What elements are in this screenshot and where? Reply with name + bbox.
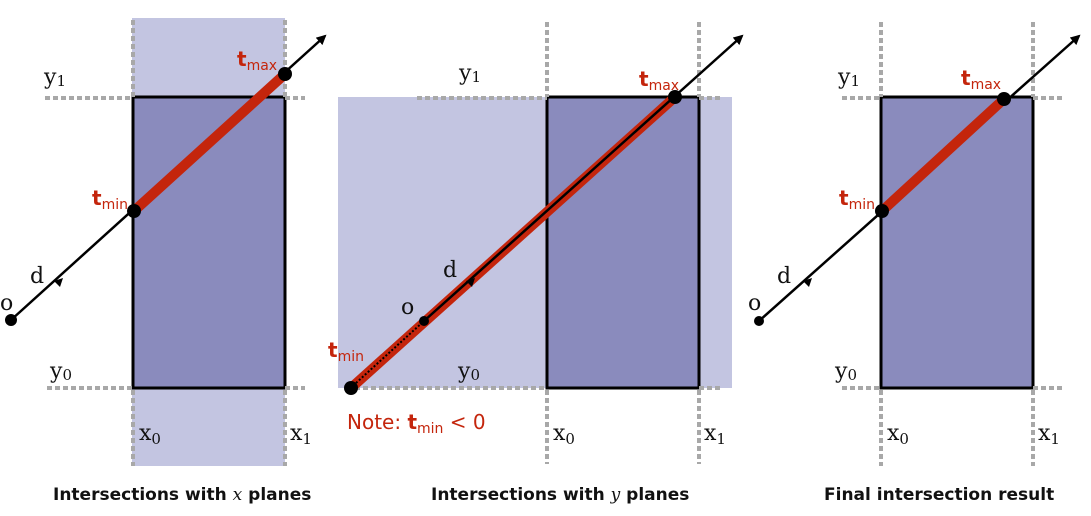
tmax-label: tmax xyxy=(639,67,679,94)
ray xyxy=(423,34,744,322)
plane-lines xyxy=(355,22,722,464)
tmax-point xyxy=(997,92,1011,106)
direction-arrow-icon xyxy=(466,278,475,287)
y0-label: y0 xyxy=(834,359,857,384)
panel-x-planes: o d y1 y0 x0 x1 tmin tmax Intersections … xyxy=(0,18,327,505)
plane-lines xyxy=(842,22,1062,466)
y1-label: y1 xyxy=(458,61,481,86)
direction-arrow-icon xyxy=(54,278,63,287)
x1-label: x1 xyxy=(290,421,312,448)
tmin-label: tmin xyxy=(328,338,364,365)
tmax-point xyxy=(668,90,682,104)
origin-label: o xyxy=(0,291,13,316)
negative-ray-part xyxy=(355,320,425,384)
note-tmin-negative: Note: tmin < 0 xyxy=(347,410,486,437)
direction-label: d xyxy=(30,264,44,289)
origin-point xyxy=(754,316,764,326)
tmax-label: tmax xyxy=(961,66,1001,93)
tmin-label: tmin xyxy=(839,186,875,213)
x0-label: x0 xyxy=(553,421,575,448)
panel-y-planes: o d y1 y0 x0 x1 tmin tmax Note: tmin < 0… xyxy=(328,22,744,505)
plane-lines xyxy=(45,20,305,466)
origin-point xyxy=(5,314,17,326)
y1-label: y1 xyxy=(43,65,66,90)
x1-label: x1 xyxy=(1038,421,1060,448)
y0-label: y0 xyxy=(49,359,72,384)
intersection-segment xyxy=(878,95,1008,215)
origin-label: o xyxy=(748,291,761,316)
tmax-label: tmax xyxy=(237,47,277,74)
origin-label: o xyxy=(401,295,414,320)
tmin-point xyxy=(875,204,889,218)
direction-label: d xyxy=(777,264,791,289)
y0-label: y0 xyxy=(457,359,480,384)
y1-label: y1 xyxy=(837,65,860,90)
x1-label: x1 xyxy=(704,421,726,448)
caption-final: Final intersection result xyxy=(824,485,1054,505)
origin-point xyxy=(419,316,429,326)
tmax-point xyxy=(278,67,292,81)
caption-x-planes: Intersections with x planes xyxy=(53,485,311,505)
direction-arrow-icon xyxy=(803,278,812,287)
tmin-point xyxy=(127,204,141,218)
panel-final: o d y1 y0 x0 x1 tmin tmax Final intersec… xyxy=(748,22,1081,505)
tmin-label: tmin xyxy=(92,186,128,213)
intersection-segment xyxy=(130,70,289,215)
caption-y-planes: Intersections with y planes xyxy=(431,485,689,505)
tmin-point xyxy=(344,381,358,395)
x0-label: x0 xyxy=(139,421,161,448)
direction-label: d xyxy=(443,258,457,283)
x0-label: x0 xyxy=(887,421,909,448)
